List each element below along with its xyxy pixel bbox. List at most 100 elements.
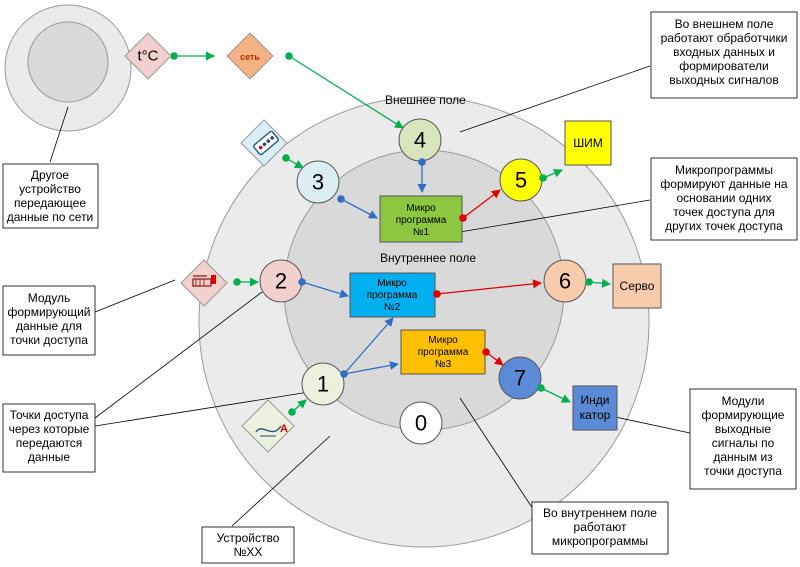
svg-text:Устройство: Устройство (217, 531, 280, 545)
network-label: сеть (240, 52, 260, 62)
outer-field-label: Внешнее поле (385, 93, 466, 107)
svg-text:1: 1 (317, 372, 329, 397)
svg-text:7: 7 (514, 366, 526, 391)
svg-text:программа: программа (418, 347, 469, 358)
svg-text:Во внутреннем поле: Во внутреннем поле (543, 506, 657, 520)
svg-text:4: 4 (414, 128, 426, 153)
module-2-diamond (180, 259, 228, 307)
callout-access-points: Точки доступа через которые передаются д… (2, 403, 96, 473)
connection-point7-to-indicator (540, 387, 571, 403)
svg-text:Модули: Модули (722, 394, 765, 408)
access-point-2: 2 (259, 259, 303, 303)
svg-text:основании одних: основании одних (677, 191, 772, 205)
svg-text:0: 0 (415, 411, 427, 436)
connection-point3-to-mp1 (340, 198, 378, 219)
svg-text:данным из: данным из (713, 450, 773, 464)
connection-point1-to-mp3 (343, 361, 399, 375)
svg-text:Микропрограммы: Микропрограммы (675, 163, 773, 177)
connection-net-to-point4 (288, 55, 404, 129)
callout-device: Устройство №XX (201, 526, 295, 564)
svg-text:Во внешнем поле: Во внешнем поле (675, 17, 774, 31)
svg-text:точки доступа: точки доступа (704, 464, 782, 478)
svg-text:Инди: Инди (581, 393, 610, 407)
svg-text:№XX: №XX (234, 545, 263, 559)
svg-text:передающее: передающее (14, 196, 86, 210)
svg-text:точки доступа: точки доступа (10, 333, 88, 347)
callout-module: Модуль формирующий данные для точки дост… (2, 285, 96, 356)
servo-output: Серво (612, 263, 662, 309)
svg-text:точек доступа для: точек доступа для (673, 205, 775, 219)
callout-other-device: Другое устройство передающее данные по с… (2, 163, 99, 229)
svg-text:микропрограммы: микропрограммы (552, 534, 648, 548)
svg-text:данные: данные (28, 450, 71, 464)
register-icon (192, 275, 216, 287)
svg-text:Микро: Микро (377, 278, 407, 289)
svg-text:3: 3 (312, 170, 324, 195)
callout-leaders (49, 65, 691, 527)
svg-text:передаются: передаются (16, 436, 83, 450)
access-point-6: 6 (543, 259, 587, 303)
temperature-module: t°C (124, 32, 172, 80)
microprogram-2: Микро программа №2 (349, 272, 436, 318)
access-point-3: 3 (296, 160, 340, 204)
svg-text:выходных сигналов: выходных сигналов (669, 73, 778, 87)
svg-text:формирующие: формирующие (702, 408, 785, 422)
svg-text:Другое: Другое (31, 168, 69, 182)
access-point-0: 0 (399, 401, 443, 445)
module-3-diamond (240, 119, 288, 167)
microprogram-1: Микро программа №1 (379, 195, 463, 243)
callout-microprograms: Микропрограммы формируют данные на основ… (650, 157, 798, 241)
access-point-7: 7 (498, 356, 542, 400)
network-module: сеть (226, 32, 274, 80)
microprogram-3: Микро программа №3 (400, 329, 486, 375)
connection-dots (170, 52, 593, 416)
sensor-icon: A (255, 423, 288, 437)
svg-text:других точек доступа: других точек доступа (665, 219, 783, 233)
access-point-4: 4 (398, 118, 442, 162)
svg-text:2: 2 (275, 269, 287, 294)
svg-text:Микро: Микро (406, 203, 436, 214)
svg-text:через которые: через которые (9, 422, 90, 436)
connection-mp2-to-point6 (436, 279, 542, 295)
svg-text:5: 5 (515, 168, 527, 193)
svg-text:работают обработчики: работают обработчики (661, 31, 788, 45)
svg-text:формируют данные на: формируют данные на (660, 177, 787, 191)
svg-text:выходные: выходные (715, 422, 772, 436)
svg-text:программа: программа (367, 290, 418, 301)
keypad-icon (253, 130, 279, 156)
svg-text:формирователи: формирователи (679, 59, 769, 73)
callout-output-modules: Модули формирующие выходные сигналы по д… (689, 388, 797, 490)
indicator-output: Инди катор (572, 385, 618, 431)
svg-text:программа: программа (396, 215, 447, 226)
inner-field-label: Внутреннее поле (380, 251, 476, 265)
svg-text:ШИМ: ШИМ (573, 136, 603, 150)
svg-text:Модуль: Модуль (28, 291, 71, 305)
svg-text:данные для: данные для (16, 319, 82, 333)
connection-point2-to-mp2 (301, 281, 349, 298)
pwm-output: ШИМ (564, 120, 612, 166)
svg-text:входных данных и: входных данных и (673, 45, 775, 59)
svg-text:№3: №3 (435, 359, 452, 370)
access-point-1: 1 (301, 362, 345, 406)
callout-inner-field: Во внутреннем поле работают микропрограм… (531, 501, 669, 555)
svg-text:№2: №2 (384, 302, 401, 313)
access-point-5: 5 (499, 158, 543, 202)
svg-text:Микро: Микро (428, 335, 458, 346)
temperature-label: t°C (138, 48, 159, 65)
other-device-inner (27, 21, 109, 103)
svg-text:№1: №1 (413, 227, 430, 238)
svg-text:Серво: Серво (620, 279, 655, 293)
svg-text:устройство: устройство (19, 182, 81, 196)
svg-text:работают: работают (574, 520, 627, 534)
connection-point1-to-mp2 (343, 317, 394, 375)
svg-text:катор: катор (580, 408, 611, 422)
svg-text:A: A (280, 423, 288, 435)
svg-text:6: 6 (559, 269, 571, 294)
callout-outer-field: Во внешнем поле работают обработчики вхо… (650, 11, 798, 99)
svg-text:данные по сети: данные по сети (7, 210, 94, 224)
svg-text:сигналы по: сигналы по (712, 436, 775, 450)
svg-text:Точки доступа: Точки доступа (10, 408, 89, 422)
svg-text:формирующий: формирующий (8, 305, 91, 319)
connection-mp1-to-point5 (462, 189, 501, 219)
